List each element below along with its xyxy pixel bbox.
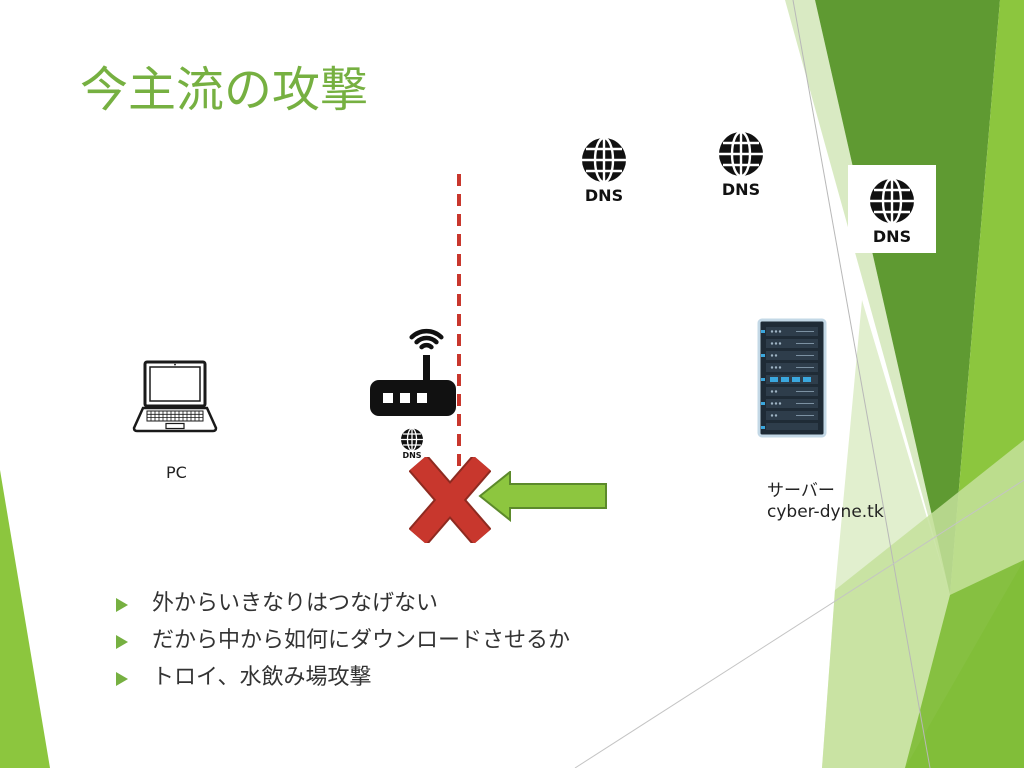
dns-globe-icon: DNS bbox=[574, 135, 634, 207]
slide-title: 今主流の攻撃 bbox=[80, 62, 369, 118]
dns-icon-box: DNS bbox=[848, 165, 936, 253]
router-dns-label: DNS bbox=[402, 451, 421, 460]
facet-line-vertical bbox=[792, 0, 931, 768]
dns-globe-icon: DNS bbox=[862, 176, 922, 248]
dns-label: DNS bbox=[585, 186, 623, 203]
bullet-item: トロイ、水飲み場攻撃 bbox=[112, 662, 570, 699]
facet-light-band bbox=[822, 440, 1024, 768]
bullet-list: 外からいきなりはつなげない だから中から如何にダウンロードさせるか トロイ、水飲… bbox=[112, 588, 570, 699]
pc-label: PC bbox=[166, 463, 187, 482]
facet-left-triangle bbox=[0, 470, 50, 768]
facet-pale-strip bbox=[785, 0, 950, 595]
x-mark-icon bbox=[408, 454, 492, 547]
server-domain-label: cyber-dyne.tk bbox=[767, 502, 884, 522]
laptop-icon bbox=[132, 360, 218, 438]
dns-label: DNS bbox=[873, 227, 911, 244]
bullet-item: だから中から如何にダウンロードさせるか bbox=[112, 625, 570, 662]
bullet-text: トロイ、水飲み場攻撃 bbox=[152, 665, 372, 690]
bullet-item: 外からいきなりはつなげない bbox=[112, 588, 570, 625]
dns-globe-icon: DNS bbox=[397, 425, 427, 465]
server-label: サーバー bbox=[767, 481, 835, 501]
arrow-left-icon bbox=[478, 469, 609, 526]
facet-mid-green bbox=[905, 560, 1024, 768]
bullet-text: だから中から如何にダウンロードさせるか bbox=[152, 628, 571, 653]
facet-dark-green bbox=[815, 0, 1000, 595]
dns-label: DNS bbox=[722, 180, 760, 197]
bullet-triangle-icon bbox=[116, 598, 128, 612]
server-icon bbox=[756, 317, 828, 443]
router-icon bbox=[368, 328, 458, 422]
bullet-triangle-icon bbox=[116, 635, 128, 649]
boundary-dashed-line bbox=[455, 172, 463, 476]
dns-globe-icon: DNS bbox=[711, 129, 771, 201]
bullet-triangle-icon bbox=[116, 672, 128, 686]
facet-line-diagonal bbox=[574, 479, 1024, 768]
bullet-text: 外からいきなりはつなげない bbox=[152, 591, 439, 616]
